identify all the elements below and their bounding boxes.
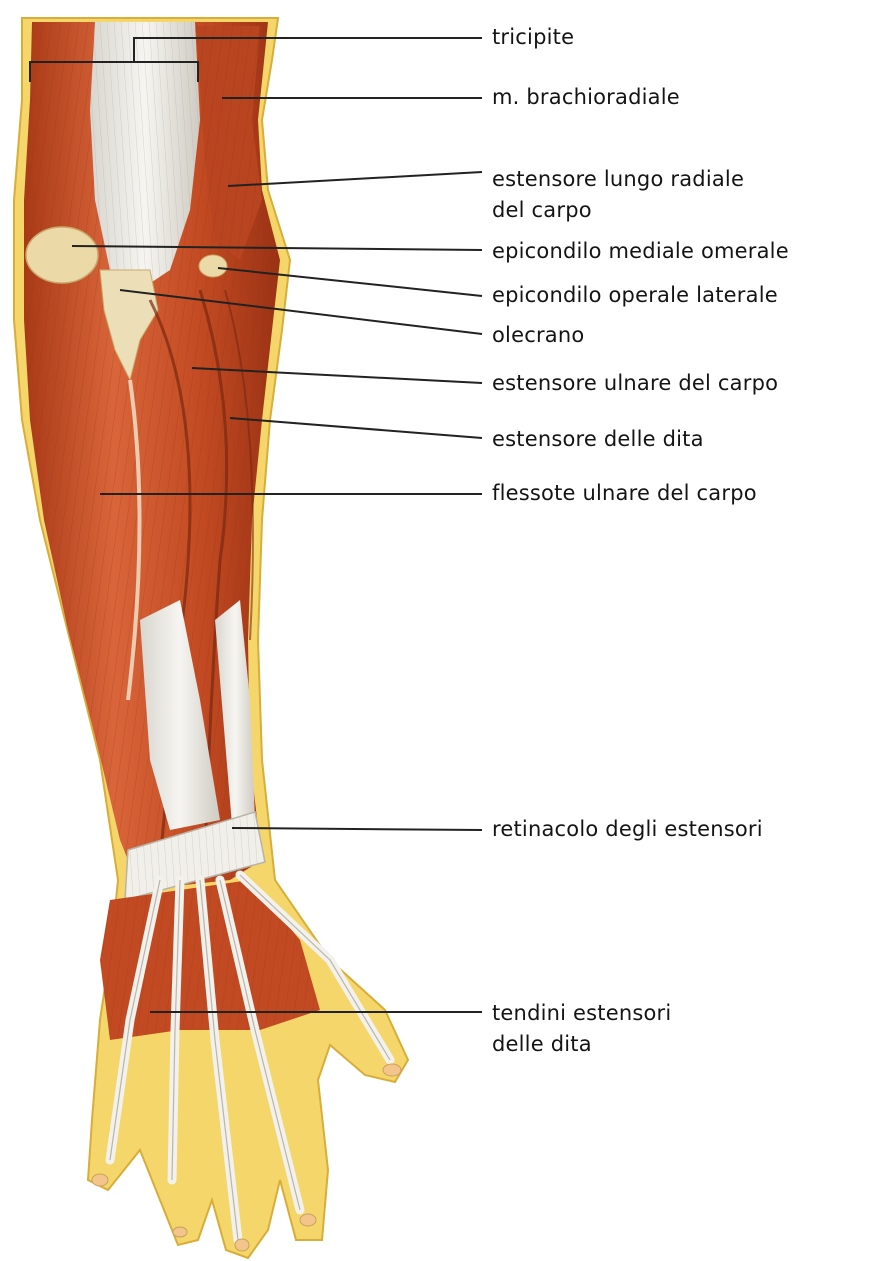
label-epicondilo-mediale: epicondilo mediale omerale: [492, 236, 789, 267]
label-retinacolo: retinacolo degli estensori: [492, 814, 763, 845]
label-estensore-lungo-radiale: estensore lungo radiale del carpo: [492, 164, 744, 226]
label-estensore-ulnare: estensore ulnare del carpo: [492, 368, 778, 399]
medial-epicondyle: [26, 227, 98, 283]
label-epicondilo-laterale: epicondilo operale laterale: [492, 280, 778, 311]
label-tendini-estensori: tendini estensori delle dita: [492, 998, 671, 1060]
label-flessore-ulnare: flessote ulnare del carpo: [492, 478, 757, 509]
label-estensore-dita: estensore delle dita: [492, 424, 704, 455]
lateral-epicondyle: [199, 255, 227, 277]
label-tricipite: tricipite: [492, 22, 574, 53]
label-brachioradiale: m. brachioradiale: [492, 82, 680, 113]
label-olecrano: olecrano: [492, 320, 584, 351]
